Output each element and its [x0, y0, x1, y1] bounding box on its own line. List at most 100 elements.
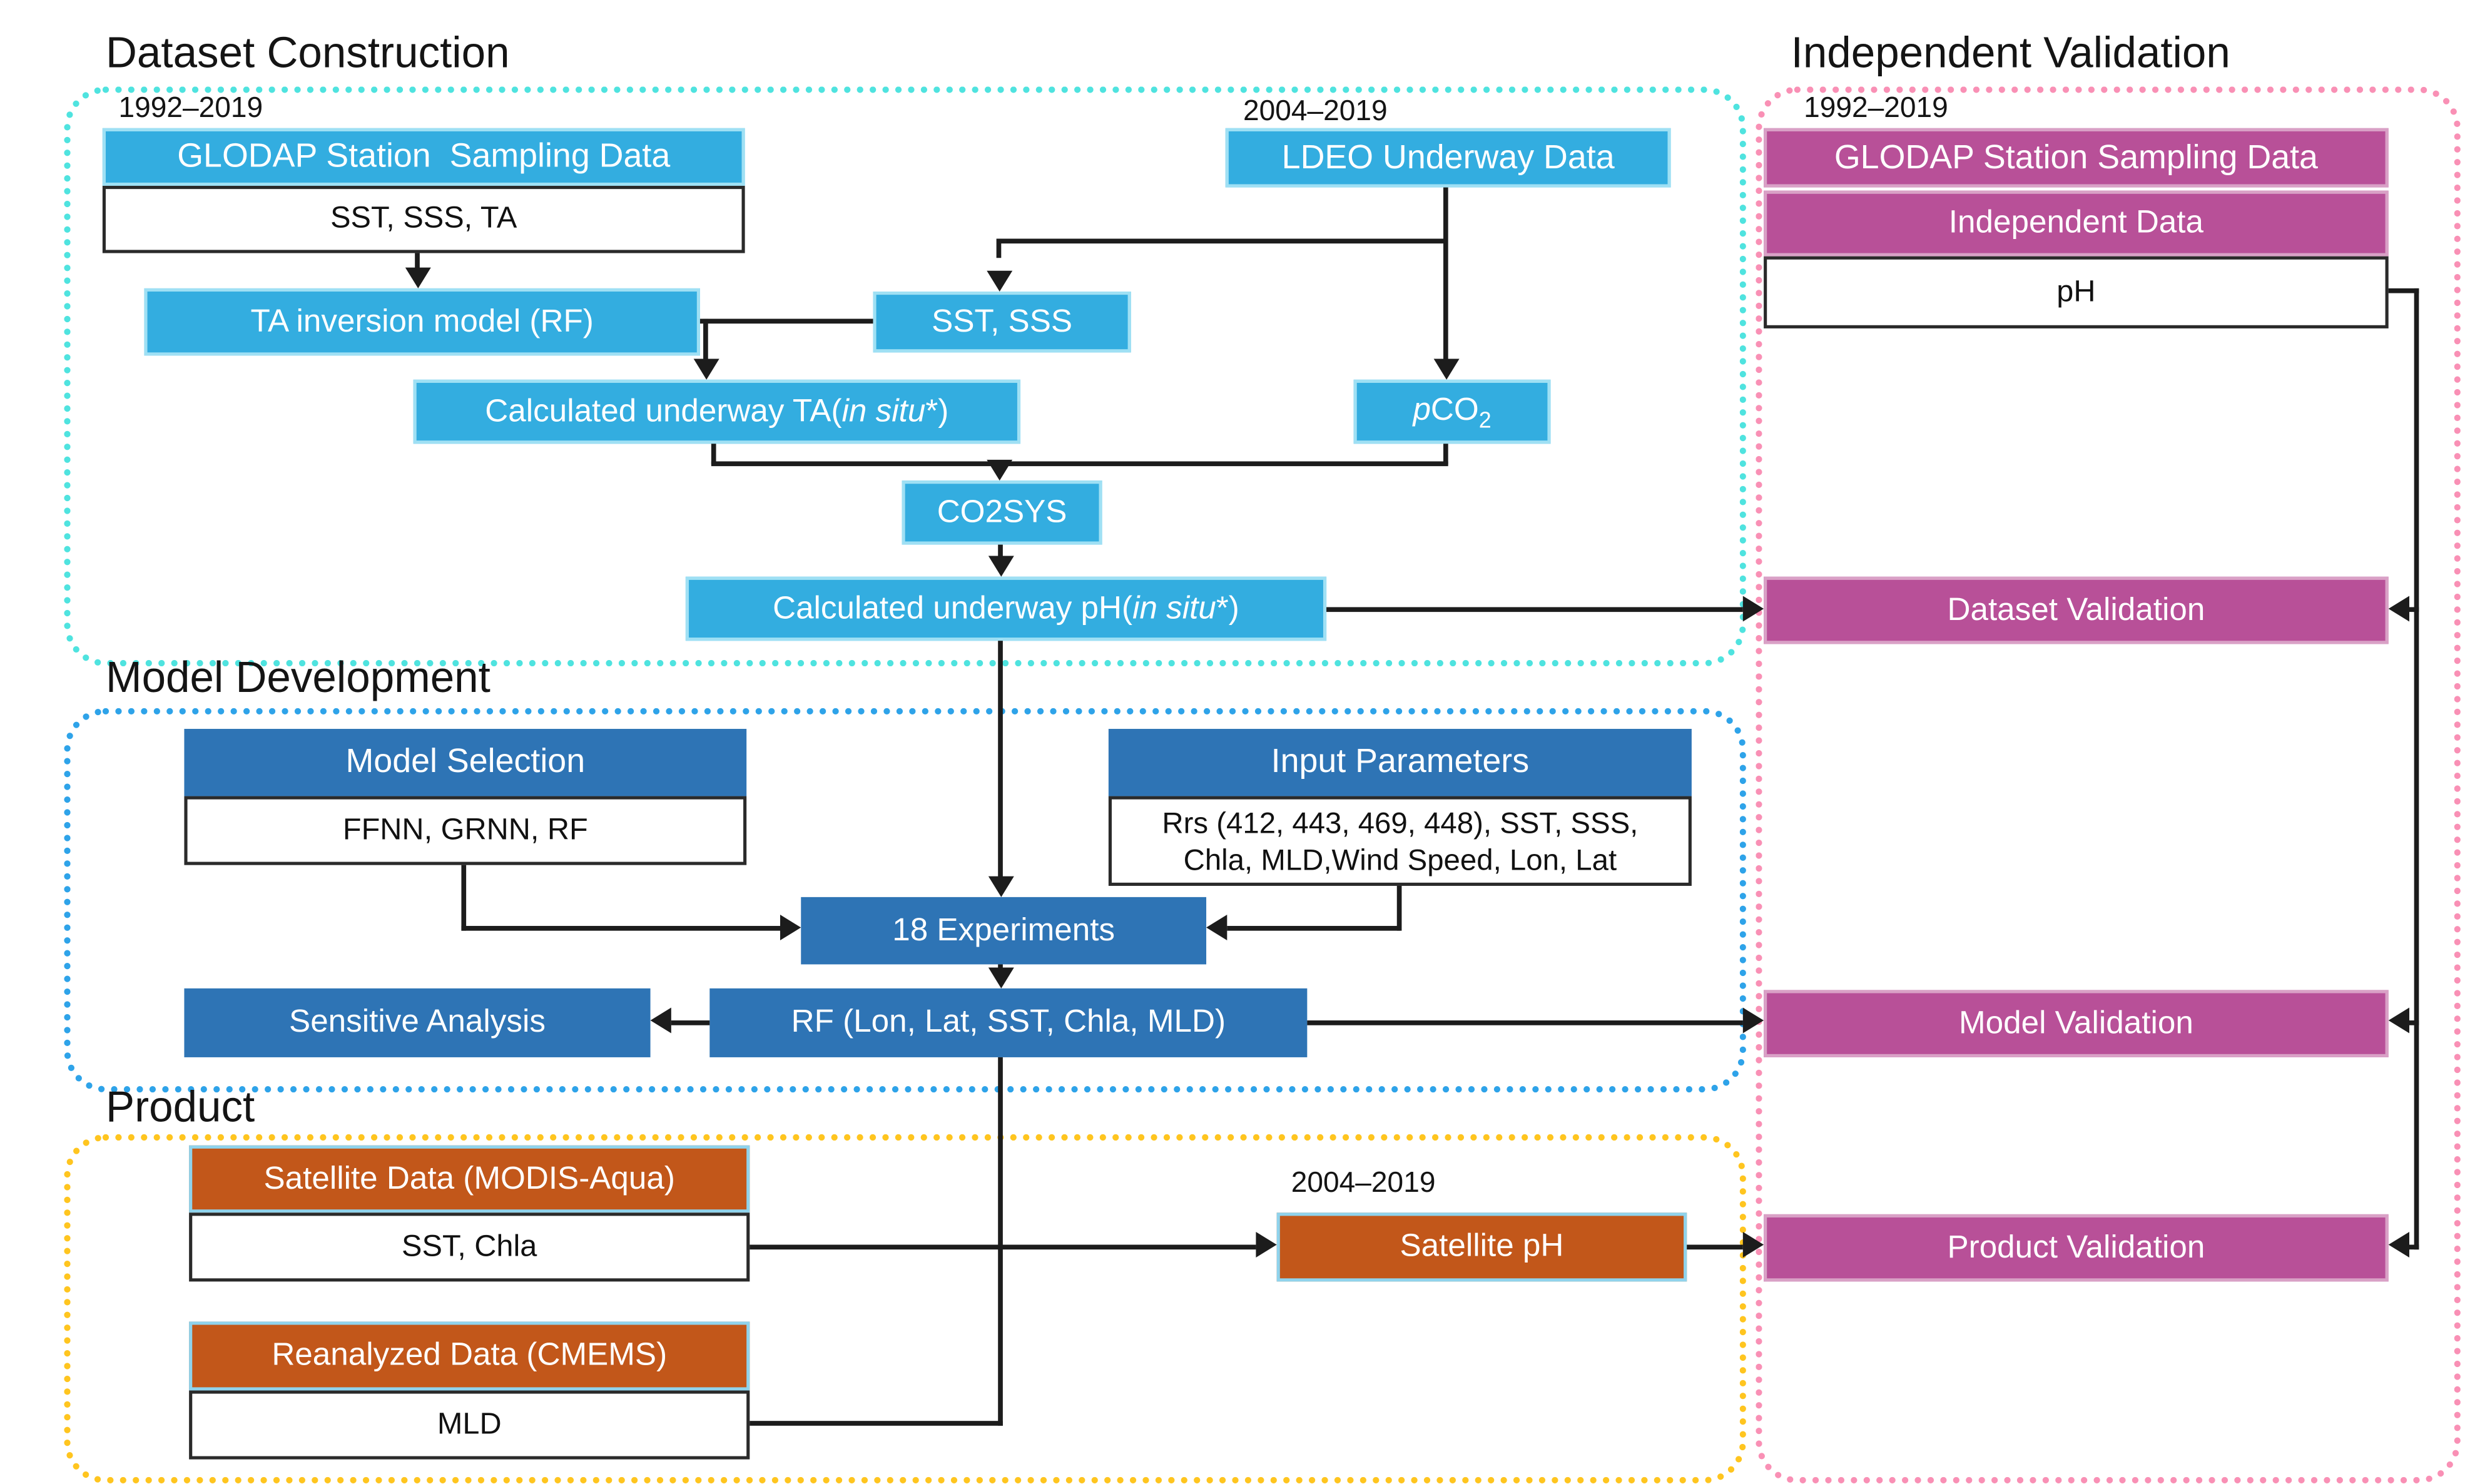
connector-line [1396, 885, 1402, 931]
connector-line [699, 318, 873, 324]
independent-validation-title: Independent Validation [1791, 29, 2230, 77]
reanalyzed-vars-label: MLD [437, 1407, 502, 1441]
glodap-station-label: GLODAP Station Sampling Data [177, 138, 671, 175]
glodap-station-box: GLODAP Station Sampling Data [102, 128, 745, 186]
input-values-line2: Chla, MLD,Wind Speed, Lon, Lat [1183, 842, 1617, 877]
arrow-left-icon [2388, 596, 2409, 622]
dataset-validation-label: Dataset Validation [1947, 592, 2205, 628]
arrow-down-icon [988, 876, 1014, 897]
arrow-down-icon [988, 556, 1014, 577]
model-selection-box: Model Selection [184, 729, 747, 796]
ldeo-underway-label: LDEO Underway Data [1281, 138, 1615, 176]
pco2-box: pCO2 [1353, 379, 1551, 444]
independent-date-label: 1992–2019 [1804, 91, 1948, 124]
input-parameters-label: Input Parameters [1271, 743, 1530, 780]
connector-line [996, 238, 1002, 258]
co2sys-label: CO2SYS [937, 494, 1067, 530]
model-validation-box: Model Validation [1764, 990, 2389, 1057]
dataset-construction-section-border [64, 86, 1746, 667]
reanalyzed-data-box: Reanalyzed Data (CMEMS) [189, 1321, 750, 1391]
arrow-right-icon [780, 915, 801, 941]
iv-glodap-box: GLODAP Station Sampling Data [1764, 128, 2389, 188]
dataset-construction-title: Dataset Construction [105, 29, 510, 77]
sensitive-analysis-label: Sensitive Analysis [289, 1004, 546, 1040]
satellite-ph-date-label: 2004–2019 [1291, 1166, 1436, 1199]
satellite-data-box: Satellite Data (MODIS-Aqua) [189, 1145, 750, 1213]
arrow-right-icon [1742, 596, 1764, 622]
arrow-down-icon [988, 967, 1014, 988]
satellite-vars-label: SST, Chla [402, 1229, 537, 1263]
connector-line [2414, 288, 2419, 1250]
arrow-right-icon [1256, 1232, 1277, 1258]
connector-line [750, 1421, 1003, 1426]
connector-line [1443, 444, 1448, 465]
satellite-data-label: Satellite Data (MODIS-Aqua) [263, 1161, 675, 1196]
connector-line [671, 1020, 710, 1025]
ta-inversion-model-box: TA inversion model (RF) [144, 288, 700, 356]
connector-line [998, 1057, 1003, 1426]
connector-line [2409, 1244, 2419, 1250]
arrow-down-icon [987, 270, 1013, 292]
connector-line [998, 544, 1003, 559]
input-parameters-box: Input Parameters [1108, 729, 1692, 796]
connector-line [1687, 1244, 1743, 1250]
connector-line [998, 641, 1003, 878]
iv-glodap-label: GLODAP Station Sampling Data [1834, 138, 2318, 176]
connector-line [711, 461, 1448, 467]
sensitive-analysis-box: Sensitive Analysis [184, 988, 651, 1057]
input-values-line1: Rrs (412, 443, 469, 448), SST, SSS, [1162, 805, 1639, 840]
product-validation-box: Product Validation [1764, 1214, 2389, 1282]
connector-line [703, 318, 708, 361]
connector-line [1227, 925, 1400, 931]
arrow-down-icon [693, 358, 719, 380]
arrow-right-icon [1742, 1007, 1764, 1034]
ldeo-underway-box: LDEO Underway Data [1225, 128, 1671, 188]
connector-line [1326, 607, 1743, 612]
arrow-left-icon [650, 1007, 671, 1034]
rf-final-model-box: RF (Lon, Lat, SST, Chla, MLD) [709, 988, 1308, 1057]
rf-final-model-label: RF (Lon, Lat, SST, Chla, MLD) [791, 1004, 1226, 1040]
experiments-box: 18 Experiments [801, 897, 1207, 965]
pco2-label: pCO2 [1413, 392, 1492, 432]
connector-line [750, 1244, 1256, 1250]
model-list-label: FFNN, GRNN, RF [342, 813, 588, 847]
connector-line [2409, 607, 2419, 612]
ldeo-date-label: 2004–2019 [1243, 94, 1388, 127]
product-section-border [64, 1134, 1746, 1484]
sst-sss-label: SST, SSS [932, 303, 1073, 339]
arrow-down-icon [405, 267, 431, 288]
calculated-underway-ph-label: Calculated underway pH(in situ*) [773, 590, 1239, 626]
glodap-vars-label: SST, SSS, TA [330, 201, 517, 236]
experiments-label: 18 Experiments [892, 912, 1116, 948]
product-validation-label: Product Validation [1947, 1229, 2205, 1265]
arrow-right-icon [1742, 1232, 1764, 1258]
connector-line [2409, 1020, 2419, 1025]
model-development-section-border [64, 708, 1746, 1093]
model-development-title: Model Development [105, 653, 490, 702]
connector-line [415, 253, 420, 271]
connector-line [1307, 1020, 1743, 1025]
model-selection-label: Model Selection [345, 743, 586, 780]
arrow-down-icon [1433, 358, 1460, 380]
connector-line [461, 865, 467, 931]
ta-inversion-model-label: TA inversion model (RF) [250, 303, 594, 339]
iv-ph-box: pH [1764, 256, 2389, 328]
arrow-left-icon [2388, 1007, 2409, 1034]
connector-line [461, 925, 782, 931]
input-parameters-values-box: Rrs (412, 443, 469, 448), SST, SSS, Chla… [1108, 796, 1692, 886]
glodap-date-label: 1992–2019 [118, 91, 263, 124]
reanalyzed-data-label: Reanalyzed Data (CMEMS) [272, 1338, 668, 1373]
dataset-validation-box: Dataset Validation [1764, 576, 2389, 644]
reanalyzed-vars-box: MLD [189, 1390, 750, 1460]
arrow-down-icon [987, 459, 1013, 481]
connector-line [2388, 288, 2419, 293]
calculated-underway-ph-box: Calculated underway pH(in situ*) [685, 576, 1327, 641]
calculated-underway-ta-box: Calculated underway TA(in situ*) [413, 379, 1021, 444]
independent-validation-section-border [1756, 86, 2461, 1484]
arrow-left-icon [2388, 1232, 2409, 1258]
co2sys-box: CO2SYS [902, 480, 1102, 545]
satellite-ph-box: Satellite pH [1276, 1212, 1687, 1282]
iv-independent-data-box: Independent Data [1764, 190, 2389, 257]
connector-line [998, 238, 1447, 244]
